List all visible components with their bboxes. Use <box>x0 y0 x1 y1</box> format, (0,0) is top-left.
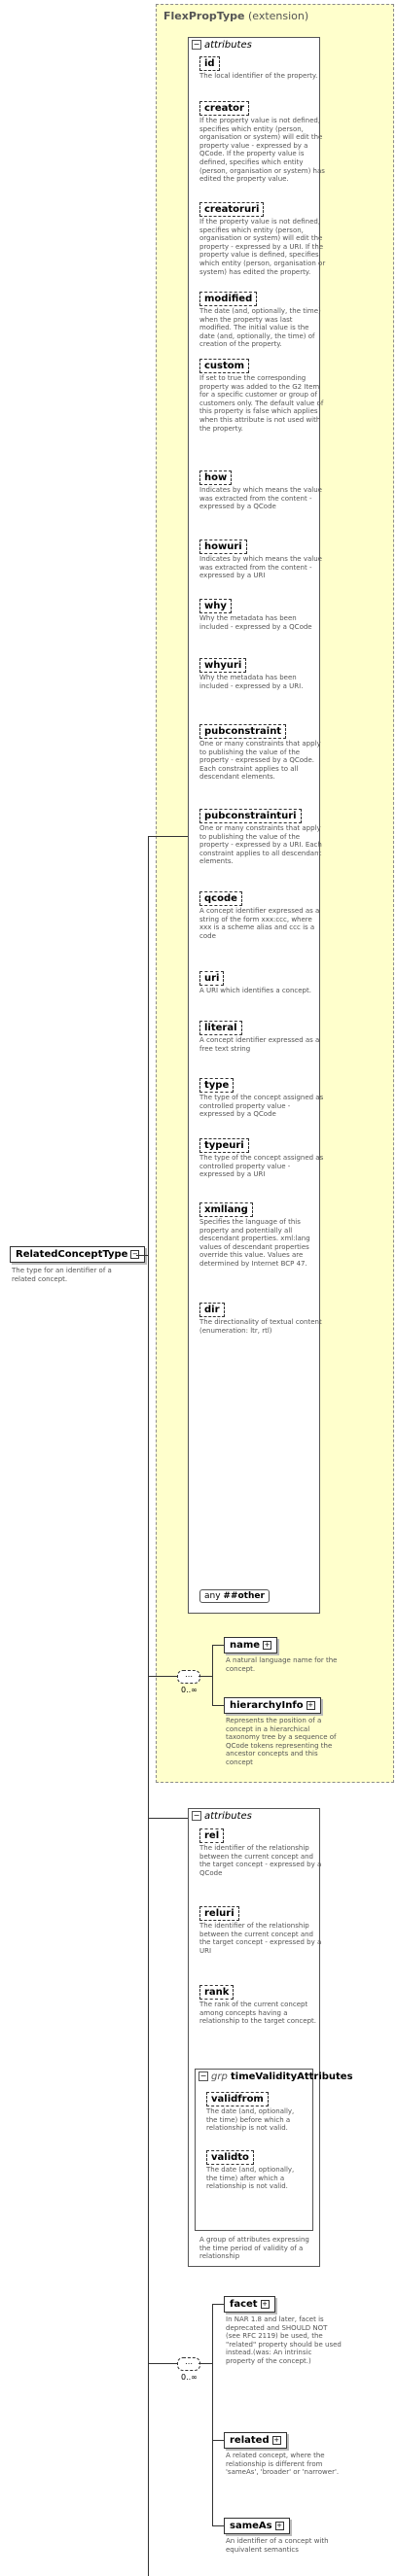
connector-line <box>136 1255 148 1256</box>
attribute-pubconstraint-description: One or many constraints that apply to pu… <box>199 740 321 782</box>
connector-line <box>148 836 188 837</box>
attribute-validfrom-description: The date (and, optionally, the time) bef… <box>206 2107 295 2133</box>
connector-line <box>212 2440 224 2441</box>
connector-line <box>198 1676 212 1677</box>
any-other-wildcard: any ##other <box>199 1589 270 1603</box>
attribute-validto[interactable]: validto <box>206 2150 254 2165</box>
attributes-group-1-header: −attributes <box>192 40 252 51</box>
element-name: name <box>230 1640 261 1651</box>
expand-icon[interactable]: − <box>130 1249 140 1259</box>
element-name: facet <box>230 2299 258 2310</box>
attribute-id[interactable]: id <box>199 56 220 71</box>
attribute-why-description: Why the metadata has been included - exp… <box>199 614 312 631</box>
expand-icon[interactable]: + <box>271 2435 281 2445</box>
element-related[interactable]: related+ <box>224 2432 287 2449</box>
extension-name: FlexPropType <box>163 10 245 22</box>
attribute-uri-description: A URI which identifies a concept. <box>199 987 311 994</box>
connector-line <box>148 1676 177 1677</box>
attribute-whyuri-description: Why the metadata has been included - exp… <box>199 674 304 690</box>
attribute-how[interactable]: how <box>199 470 233 485</box>
attribute-id-description: The local identifier of the property. <box>199 72 318 80</box>
connector-line <box>148 1818 188 1819</box>
element-sameAs-description: An identifier of a concept with equivale… <box>226 2537 329 2554</box>
attribute-type-description: The type of the concept assigned as cont… <box>199 1094 324 1119</box>
element-hierarchyInfo-description: Represents the position of a concept in … <box>226 1717 337 1766</box>
attribute-modified-description: The date (and, optionally, the time) whe… <box>199 307 321 349</box>
attribute-qcode-description: A concept identifier expressed as a stri… <box>199 907 320 940</box>
extension-suffix: (extension) <box>247 10 309 22</box>
attribute-reluri[interactable]: reluri <box>199 1906 239 1921</box>
element-name: sameAs <box>230 2521 272 2531</box>
attribute-rank[interactable]: rank <box>199 1985 235 2000</box>
sequence-1[interactable]: ⋯ <box>177 1670 200 1684</box>
attribute-howuri[interactable]: howuri <box>199 540 247 554</box>
attribute-dir-description: The directionality of textual content (e… <box>199 1318 322 1335</box>
attribute-creator[interactable]: creator <box>199 101 249 116</box>
attribute-creatoruri-description: If the property value is not defined, sp… <box>199 218 326 276</box>
root-description: The type for an identifier of a related … <box>12 1267 112 1283</box>
attributes-group-2-header: −attributes <box>192 1811 252 1822</box>
collapse-icon[interactable]: − <box>198 2071 208 2081</box>
connector-line <box>212 2304 224 2305</box>
connector-line <box>212 1645 213 1705</box>
attribute-validto-description: The date (and, optionally, the time) aft… <box>206 2166 295 2191</box>
attribute-validfrom[interactable]: validfrom <box>206 2092 269 2106</box>
attribute-rel-description: The identifier of the relationship betwe… <box>199 1844 322 1877</box>
attribute-qcode[interactable]: qcode <box>199 891 242 906</box>
connector-line <box>212 2304 213 2525</box>
element-name-description: A natural language name for the concept. <box>226 1656 338 1673</box>
attribute-custom-description: If set to true the corresponding propert… <box>199 374 324 433</box>
attribute-why[interactable]: why <box>199 599 232 613</box>
attribute-rel[interactable]: rel <box>199 1828 225 1843</box>
connector-line <box>198 2363 212 2364</box>
attribute-how-description: Indicates by which means the value was e… <box>199 486 322 511</box>
attribute-xmllang[interactable]: xmllang <box>199 1202 253 1217</box>
collapse-icon[interactable]: − <box>192 1811 201 1821</box>
attribute-typeuri[interactable]: typeuri <box>199 1138 249 1153</box>
collapse-icon[interactable]: − <box>192 40 201 50</box>
connector-line <box>212 2525 224 2526</box>
element-name: related <box>230 2435 270 2446</box>
root-element[interactable]: RelatedConceptType− <box>10 1246 146 1263</box>
attribute-typeuri-description: The type of the concept assigned as cont… <box>199 1154 324 1179</box>
element-sameAs[interactable]: sameAs+ <box>224 2518 290 2534</box>
element-hierarchyInfo[interactable]: hierarchyInfo+ <box>224 1697 321 1714</box>
connector-line <box>212 1645 224 1646</box>
element-name[interactable]: name+ <box>224 1637 278 1654</box>
connector-line <box>148 836 149 2576</box>
element-facet-description: In NAR 1.8 and later, facet is deprecate… <box>226 2315 342 2365</box>
attribute-whyuri[interactable]: whyuri <box>199 658 247 673</box>
attribute-pubconstrainturi[interactable]: pubconstrainturi <box>199 809 302 823</box>
time-validity-header: −grp timeValidityAttributes <box>198 2071 353 2082</box>
attribute-literal[interactable]: literal <box>199 1021 242 1035</box>
expand-icon[interactable]: + <box>260 2299 270 2309</box>
connector-line <box>212 1705 224 1706</box>
expand-icon[interactable]: + <box>274 2521 284 2530</box>
attribute-custom[interactable]: custom <box>199 359 250 373</box>
sequence-2-occurrence: 0..∞ <box>181 2373 198 2382</box>
attribute-literal-description: A concept identifier expressed as a free… <box>199 1036 320 1053</box>
attribute-pubconstrainturi-description: One or many constraints that apply to pu… <box>199 824 322 866</box>
attribute-type[interactable]: type <box>199 1078 235 1093</box>
element-facet[interactable]: facet+ <box>224 2296 275 2313</box>
sequence-1-occurrence: 0..∞ <box>181 1686 198 1694</box>
attribute-rank-description: The rank of the current concept among co… <box>199 2001 316 2026</box>
expand-icon[interactable]: + <box>263 1640 272 1650</box>
extension-title: FlexPropType (extension) <box>163 10 308 22</box>
attribute-pubconstraint[interactable]: pubconstraint <box>199 724 287 739</box>
attribute-creatoruri[interactable]: creatoruri <box>199 202 265 217</box>
attribute-uri[interactable]: uri <box>199 971 225 986</box>
attribute-dir[interactable]: dir <box>199 1303 225 1317</box>
attribute-reluri-description: The identifier of the relationship betwe… <box>199 1922 322 1955</box>
attribute-howuri-description: Indicates by which means the value was e… <box>199 555 322 580</box>
element-name: hierarchyInfo <box>230 1700 304 1711</box>
expand-icon[interactable]: + <box>306 1700 315 1710</box>
time-validity-description: A group of attributes expressing the tim… <box>199 2236 309 2261</box>
attribute-modified[interactable]: modified <box>199 292 258 306</box>
element-related-description: A related concept, where the relationshi… <box>226 2452 340 2477</box>
sequence-2[interactable]: ⋯ <box>177 2357 200 2371</box>
attribute-xmllang-description: Specifies the language of this property … <box>199 1218 310 1268</box>
connector-line <box>148 2363 177 2364</box>
attribute-creator-description: If the property value is not defined, sp… <box>199 117 325 184</box>
